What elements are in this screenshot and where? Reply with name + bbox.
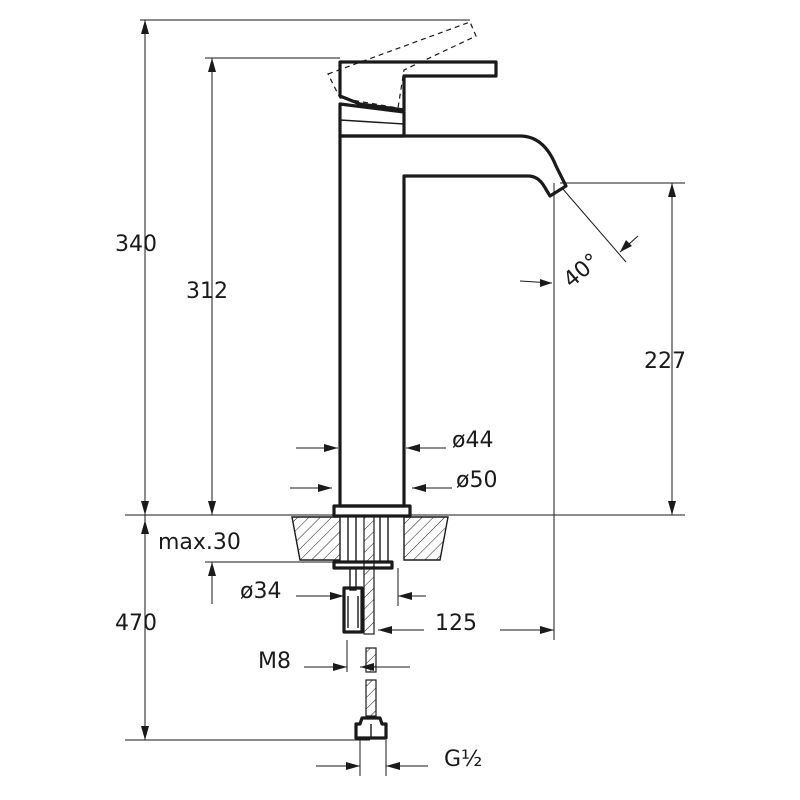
dimension-base-diameter [290, 484, 452, 492]
label-spout-angle: 40° [559, 249, 605, 293]
label-below-total: 470 [115, 611, 157, 636]
label-body-diameter: ø44 [452, 428, 493, 453]
dimension-max-thickness [141, 515, 216, 740]
dimension-spout-height [208, 58, 216, 515]
dimension-spout-reach [378, 626, 554, 634]
countertop-section [291, 516, 449, 561]
label-hose-thread: G½ [444, 747, 482, 772]
label-max-thickness: max.30 [158, 530, 241, 555]
label-spout-reach: 125 [435, 611, 477, 636]
label-shank-diameter: ø34 [240, 579, 281, 604]
faucet-body [327, 21, 568, 518]
dimension-stud-thread [304, 640, 410, 672]
dimension-shank-diameter [296, 568, 426, 606]
dimension-outlet-height [668, 183, 676, 515]
label-total-height: 340 [115, 232, 157, 257]
label-outlet-height: 227 [644, 349, 686, 374]
dimension-spout-angle [519, 187, 639, 287]
dimension-total-height [141, 20, 149, 515]
label-base-diameter: ø50 [456, 468, 497, 493]
dimension-hose-thread [316, 740, 428, 776]
label-spout-height: 312 [186, 279, 228, 304]
dimension-body-diameter [296, 444, 446, 452]
mounting-hardware [332, 515, 394, 740]
label-stud-thread: M8 [258, 649, 291, 674]
